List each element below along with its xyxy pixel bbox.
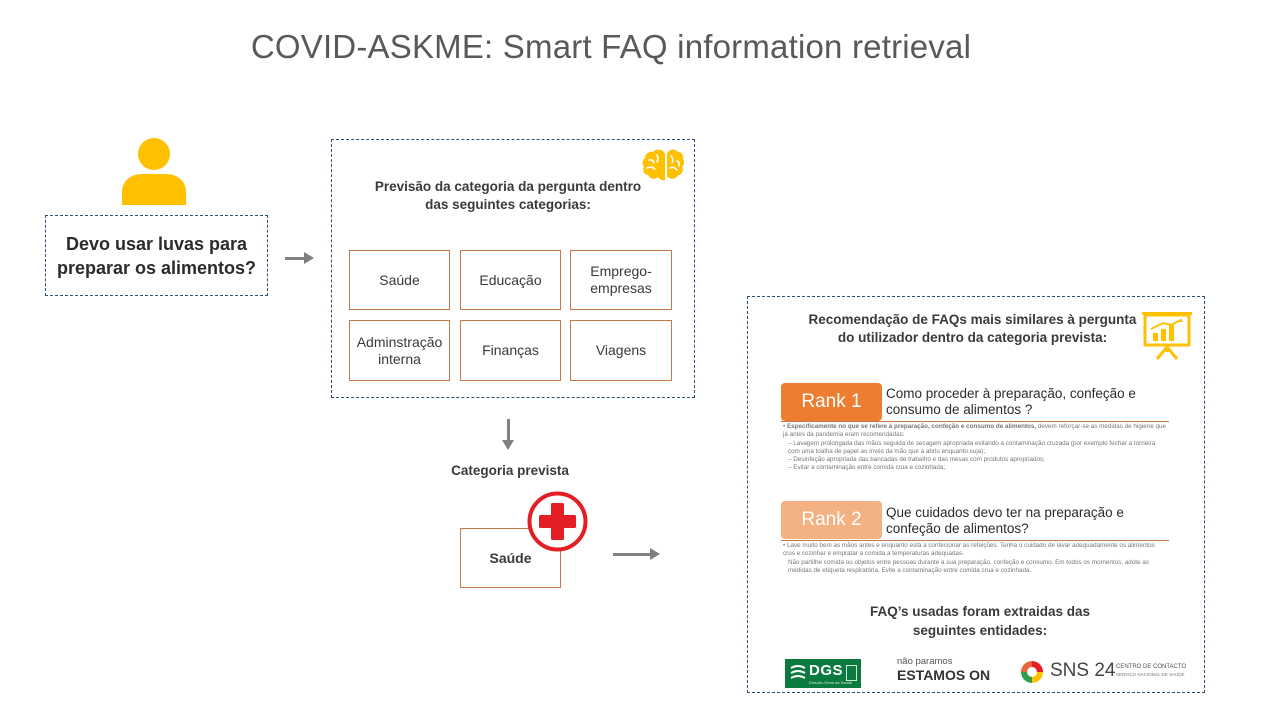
- sns-emblem-icon: [1021, 661, 1043, 683]
- answer-bold: Especificamente no que se refere à prepa…: [786, 423, 1037, 430]
- answer-line: • Lave muito bem as mãos antes e enquant…: [783, 542, 1155, 558]
- estamos-small-text: não paramos: [897, 656, 953, 667]
- predicted-category-label: Categoria prevista: [451, 463, 569, 478]
- category-administracao: Adminstração interna: [349, 320, 450, 381]
- dgs-logo: DGS Direção-Geral da Saúde: [785, 659, 861, 688]
- question-box: Devo usar luvas para preparar os aliment…: [45, 215, 268, 296]
- category-label: Educação: [479, 271, 542, 288]
- category-prediction-panel: [331, 139, 695, 398]
- sns-subtext-1: CENTRO DE CONTACTO: [1116, 664, 1187, 670]
- faq-recommendation-panel: [747, 296, 1205, 693]
- page-title: COVID-ASKME: Smart FAQ information retri…: [250, 28, 972, 65]
- sns-text: SNS 24: [1050, 660, 1116, 681]
- category-label: Emprego-empresas: [590, 263, 652, 296]
- rank-2-divider: [781, 540, 1169, 541]
- rank-2-question: Que cuidados devo ter na preparação e co…: [886, 505, 1124, 536]
- category-viagens: Viagens: [570, 320, 672, 381]
- red-cross-icon: [527, 491, 588, 552]
- answer-line: • Especificamente no que se refere à pre…: [783, 423, 1166, 439]
- dgs-emblem-icon: [790, 665, 806, 679]
- answer-line: – Evitar a contaminação entre comida cru…: [788, 464, 946, 472]
- user-question: Devo usar luvas para preparar os aliment…: [56, 233, 257, 278]
- predicted-category-value: Saúde: [489, 549, 532, 566]
- category-saude: Saúde: [349, 250, 450, 310]
- brain-icon: [642, 149, 685, 181]
- recommendation-title: Recomendação de FAQs mais similares à pe…: [808, 312, 1137, 345]
- rank-2-answer: • Lave muito bem as mãos antes e enquant…: [783, 542, 1167, 575]
- rank-1-question: Como proceder à preparação, confeção e c…: [886, 386, 1136, 417]
- answer-text: Lave muito bem as mãos antes e enquanto …: [783, 542, 1155, 558]
- rank-badge-label: Rank 1: [801, 391, 862, 412]
- category-financas: Finanças: [460, 320, 561, 381]
- arrow-down-icon: [502, 419, 514, 451]
- dgs-subtext: Direção-Geral da Saúde: [809, 680, 853, 685]
- presentation-chart-icon: [1142, 312, 1192, 360]
- rank-1-divider: [781, 421, 1169, 422]
- prediction-title: Previsão da categoria da pergunta dentro…: [374, 179, 642, 212]
- rank-1-badge: Rank 1: [781, 383, 882, 421]
- rank-badge-label: Rank 2: [801, 509, 862, 530]
- category-label: Finanças: [482, 342, 539, 358]
- category-label: Viagens: [595, 342, 647, 358]
- answer-line: Não partilhe comida ou objetos entre pes…: [788, 558, 1149, 574]
- dgs-text: DGS: [809, 662, 844, 679]
- sources-title: FAQ’s usadas foram extraidas das seguint…: [869, 604, 1091, 638]
- category-label: Adminstração interna: [356, 333, 443, 367]
- dgs-mark: [846, 665, 857, 681]
- category-label: Saúde: [379, 271, 420, 288]
- answer-line: – Desinfeção apropriada das bancadas de …: [788, 456, 1045, 464]
- estamos-word: ESTAMOS: [897, 667, 966, 683]
- arrow-right-icon: [285, 252, 315, 264]
- sns-subtext-2: SERVIÇO NACIONAL DE SAÚDE: [1116, 672, 1185, 677]
- category-educacao: Educação: [460, 250, 561, 310]
- user-icon: [122, 138, 186, 205]
- sns24-logo: SNS 24 CENTRO DE CONTACTO SERVIÇO NACION…: [1020, 659, 1186, 685]
- estamos-on-logo: não paramos ESTAMOS ON: [897, 656, 997, 686]
- rank-2-badge: Rank 2: [781, 501, 882, 539]
- estamos-big-text: ESTAMOS ON: [897, 667, 990, 683]
- answer-line: – Lavagem prolongada das mãos seguida de…: [788, 439, 1156, 455]
- answer-rest: devem reforçar-se as medidas de higiene …: [783, 423, 1166, 439]
- estamos-on-word: ON: [969, 667, 991, 683]
- category-emprego: Emprego-empresas: [570, 250, 672, 310]
- arrow-right-icon: [613, 548, 661, 560]
- rank-1-answer: • Especificamente no que se refere à pre…: [783, 423, 1167, 473]
